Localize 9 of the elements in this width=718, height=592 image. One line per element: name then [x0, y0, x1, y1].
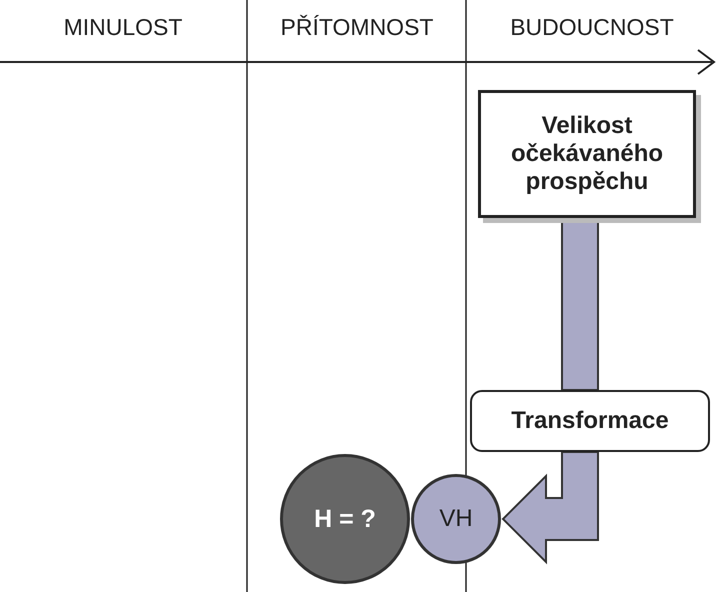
process-box — [470, 390, 710, 452]
period-label: PŘÍTOMNOST — [280, 14, 434, 41]
node-text: H = ? — [314, 504, 376, 534]
node-text: VH — [439, 505, 473, 533]
node-text: Velikost očekávaného prospěchu — [510, 112, 664, 196]
block-arrow — [502, 451, 599, 564]
period-label: BUDOUCNOST — [510, 14, 674, 41]
node-text: Transformace — [511, 407, 669, 435]
period-label: MINULOST — [64, 14, 182, 41]
